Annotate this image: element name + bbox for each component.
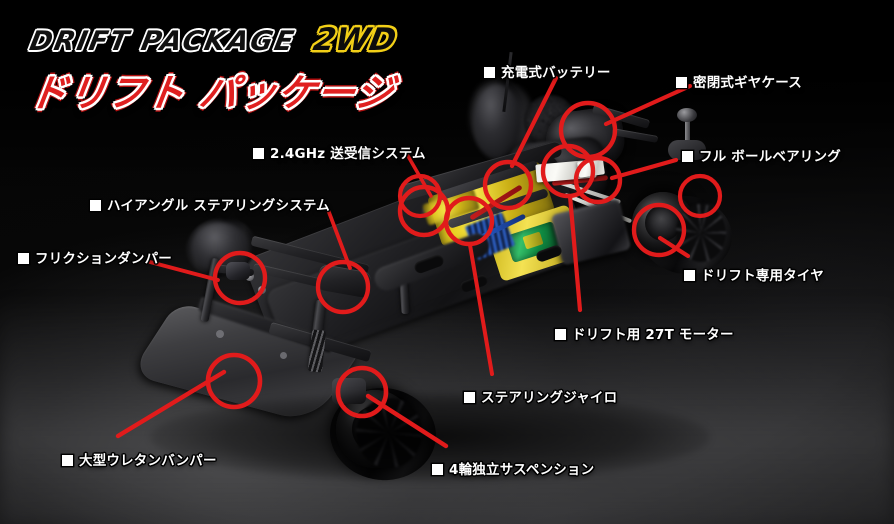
knuckle-screw xyxy=(258,286,266,294)
chassis-cast-shadow xyxy=(150,392,710,482)
callout-bumper: 大型ウレタンバンパー xyxy=(62,449,217,469)
bullet-square-icon xyxy=(62,455,73,466)
callout-label-steering: ハイアングル ステアリングシステム xyxy=(107,198,330,214)
ball-stud-head xyxy=(677,108,697,122)
bullet-square-icon xyxy=(555,329,566,340)
callout-radio: 2.4GHz 送受信システム xyxy=(253,142,426,162)
callout-label-tires: ドリフト専用タイヤ xyxy=(701,268,824,284)
callout-gyro: ステアリングジャイロ xyxy=(464,386,617,406)
logo-drift-package-jp: ドリフト パッケージ xyxy=(26,71,398,115)
wheel-rear-right-spokes xyxy=(676,204,726,262)
callout-battery: 充電式バッテリー xyxy=(484,61,611,81)
bullet-square-icon xyxy=(18,253,29,264)
callout-label-gearcase: 密閉式ギヤケース xyxy=(693,75,802,91)
bullet-square-icon xyxy=(684,270,695,281)
callout-label-motor: ドリフト用 27T モーター xyxy=(572,327,734,343)
logo-drift-package-en: DRIFT PACKAGE xyxy=(26,26,299,57)
product-logo: DRIFT PACKAGE 2WD ドリフト パッケージ xyxy=(26,22,400,117)
callout-motor: ドリフト用 27T モーター xyxy=(555,323,734,343)
bumper-mount-screw-2 xyxy=(280,352,287,359)
callout-label-bumper: 大型ウレタンバンパー xyxy=(79,453,217,469)
bullet-square-icon xyxy=(90,200,101,211)
callout-bearings: フル ボールベアリング xyxy=(682,145,841,165)
callout-label-gyro: ステアリングジャイロ xyxy=(481,390,618,406)
wheel-rear-left-face xyxy=(474,84,520,158)
callout-tires: ドリフト専用タイヤ xyxy=(684,264,824,284)
bullet-square-icon xyxy=(676,77,687,88)
friction-damper-body xyxy=(226,262,250,280)
bullet-square-icon xyxy=(432,464,443,475)
callout-label-battery: 充電式バッテリー xyxy=(501,65,611,81)
bumper-mount-screw-1 xyxy=(216,330,224,338)
callout-damper: フリクションダンパー xyxy=(18,247,172,267)
logo-row-bottom: ドリフト パッケージ xyxy=(26,62,397,117)
callout-label-suspension: 4輪独立サスペンション xyxy=(449,462,595,478)
callout-label-damper: フリクションダンパー xyxy=(35,251,172,267)
callout-label-radio: 2.4GHz 送受信システム xyxy=(270,146,426,162)
callout-label-bearings: フル ボールベアリング xyxy=(699,149,841,165)
callout-suspension: 4輪独立サスペンション xyxy=(432,458,594,478)
bullet-square-icon xyxy=(253,148,264,159)
logo-2wd-badge: 2WD xyxy=(310,22,400,58)
bullet-square-icon xyxy=(682,151,693,162)
logo-row-top: DRIFT PACKAGE 2WD xyxy=(26,22,400,58)
bullet-square-icon xyxy=(464,392,475,403)
bullet-square-icon xyxy=(484,67,495,78)
callout-gearcase: 密閉式ギヤケース xyxy=(676,71,802,91)
callout-steering: ハイアングル ステアリングシステム xyxy=(90,194,330,214)
